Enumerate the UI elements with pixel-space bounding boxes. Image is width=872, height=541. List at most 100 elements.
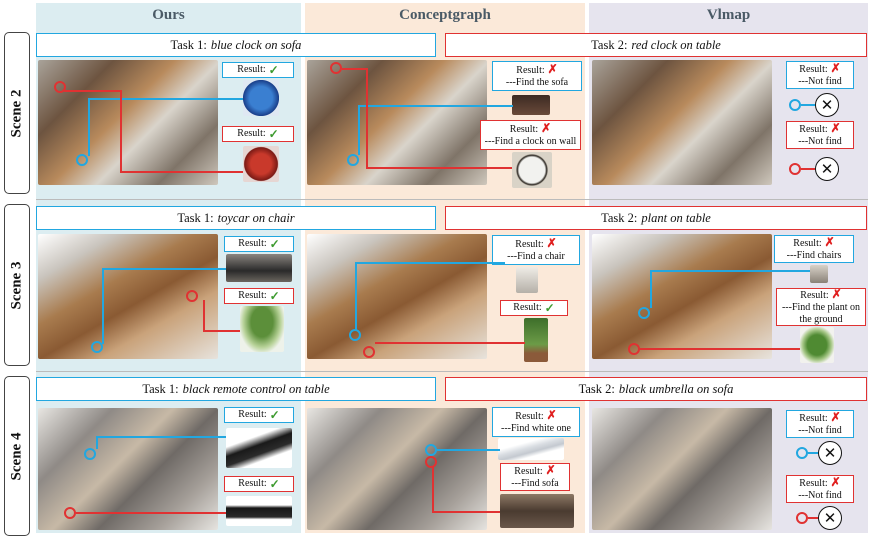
result-box: Result:✗---Not find xyxy=(786,410,854,438)
pointer-line xyxy=(96,436,226,438)
pointer-line xyxy=(120,171,243,173)
column-header-conceptgraph: Conceptgraph xyxy=(399,7,491,23)
target-marker xyxy=(789,99,801,111)
result-box: Result:✓ xyxy=(224,288,294,304)
pointer-line xyxy=(358,105,360,155)
pointer-line xyxy=(432,511,500,513)
chairs-image xyxy=(810,265,828,283)
result-box: Result:✗---Not find xyxy=(786,121,854,149)
blue-clock-image xyxy=(243,80,279,116)
result-box: Result:✓ xyxy=(222,62,294,78)
pointer-line xyxy=(432,466,434,512)
scene-label: Scene 4 xyxy=(4,376,30,536)
not-found-icon: ✕ xyxy=(818,441,842,465)
result-box: Result:✗---Find sofa xyxy=(500,463,570,491)
scene-separator xyxy=(36,199,868,200)
scene-label: Scene 3 xyxy=(4,204,30,366)
pointer-line xyxy=(808,452,818,454)
pointer-line xyxy=(640,348,800,350)
not-found-icon: ✕ xyxy=(818,506,842,530)
task-1-box: Task 1:black remote control on table xyxy=(36,377,436,401)
umbrella-image xyxy=(226,496,292,526)
result-box: Result:✓ xyxy=(224,476,294,492)
result-box: Result:✓ xyxy=(224,407,294,423)
target-marker xyxy=(91,341,103,353)
target-marker xyxy=(789,163,801,175)
target-marker xyxy=(796,447,808,459)
pointer-line xyxy=(375,342,525,344)
plant-image xyxy=(240,306,284,352)
scene-separator xyxy=(36,371,868,372)
result-box: Result:✗---Find a chair xyxy=(492,235,580,265)
sofa-image xyxy=(512,95,550,115)
pointer-line xyxy=(88,98,243,100)
pointer-line xyxy=(76,512,226,514)
floorplan-map xyxy=(38,60,218,185)
target-marker xyxy=(628,343,640,355)
target-marker xyxy=(54,81,66,93)
pointer-line xyxy=(342,68,366,70)
not-found-icon: ✕ xyxy=(815,93,839,117)
target-marker xyxy=(425,444,437,456)
pointer-line xyxy=(801,104,815,106)
result-box: Result:✓ xyxy=(224,236,294,252)
pointer-line xyxy=(650,270,652,308)
task-2-box: Task 2:red clock on table xyxy=(445,33,867,57)
result-box: Result:✗---Find white one xyxy=(492,407,580,437)
toycar-image xyxy=(226,254,292,282)
pointer-line xyxy=(355,262,357,330)
target-marker xyxy=(64,507,76,519)
result-box: Result:✗---Find chairs xyxy=(774,235,854,263)
target-marker xyxy=(186,290,198,302)
floorplan-map xyxy=(592,234,772,359)
floorplan-map xyxy=(307,60,487,185)
floorplan-map xyxy=(307,234,487,359)
pointer-line xyxy=(355,262,505,264)
target-marker xyxy=(76,154,88,166)
result-box: Result:✓ xyxy=(500,300,568,316)
pointer-line xyxy=(88,98,90,156)
floorplan-map xyxy=(307,408,487,530)
result-box: Result:✗---Find a clock on wall xyxy=(480,120,581,150)
not-found-icon: ✕ xyxy=(815,157,839,181)
target-marker xyxy=(425,456,437,468)
column-header-vlmap: Vlmap xyxy=(706,7,751,23)
task-2-box: Task 2:plant on table xyxy=(445,206,867,230)
target-marker xyxy=(349,329,361,341)
result-box: Result:✗---Not find xyxy=(786,61,854,89)
plant-image xyxy=(800,327,834,363)
task-1-box: Task 1:toycar on chair xyxy=(36,206,436,230)
remote-control-image xyxy=(226,428,292,468)
wall-clock-image xyxy=(512,152,552,188)
white-remote-image xyxy=(498,438,564,460)
pointer-line xyxy=(203,300,205,331)
sofa-image xyxy=(500,494,574,528)
result-box: Result:✗---Find the sofa xyxy=(492,61,582,91)
pointer-line xyxy=(96,436,98,449)
pointer-line xyxy=(102,268,226,270)
column-header-ours: Ours xyxy=(152,7,185,23)
task-1-box: Task 1:blue clock on sofa xyxy=(36,33,436,57)
pointer-line xyxy=(437,449,500,451)
target-marker xyxy=(363,346,375,358)
pointer-line xyxy=(801,168,815,170)
pointer-line xyxy=(358,105,513,107)
pointer-line xyxy=(120,90,122,172)
scene-label: Scene 2 xyxy=(4,32,30,194)
pointer-line xyxy=(102,268,104,344)
target-marker xyxy=(638,307,650,319)
result-box: Result:✓ xyxy=(222,126,294,142)
pointer-line xyxy=(808,517,818,519)
task-2-box: Task 2:black umbrella on sofa xyxy=(445,377,867,401)
pointer-line xyxy=(366,167,512,169)
chair-image xyxy=(516,267,538,293)
target-marker xyxy=(796,512,808,524)
plant-image xyxy=(524,318,548,362)
pointer-line xyxy=(366,68,368,168)
target-marker xyxy=(347,154,359,166)
target-marker xyxy=(84,448,96,460)
target-marker xyxy=(330,62,342,74)
floorplan-map xyxy=(592,408,772,530)
pointer-line xyxy=(64,90,122,92)
red-clock-image xyxy=(243,146,279,182)
